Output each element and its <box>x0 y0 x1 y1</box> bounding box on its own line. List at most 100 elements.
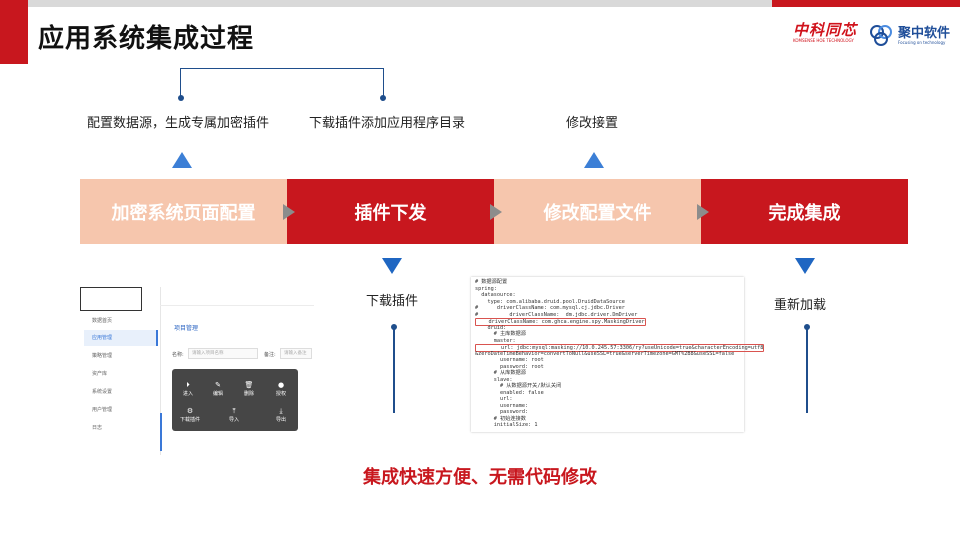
menu-item-edit[interactable]: ✎ 编辑 <box>204 381 232 397</box>
code-line: druid: <box>475 324 507 331</box>
code-line: spring: <box>475 285 497 292</box>
delete-icon: 🗑 <box>244 381 254 389</box>
sidebar-item-users[interactable]: 用户管理 <box>92 407 113 413</box>
menu-item-label: 删除 <box>243 391 254 397</box>
connector-line-reload <box>806 327 808 413</box>
top-bracket-connector <box>180 68 384 98</box>
user-icon: ● <box>277 381 285 389</box>
zhongke-tongxin-logo: 中科同芯 KOMSENSE HOE TECHNOLOGY <box>793 22 863 50</box>
code-line: # 主库数据源 <box>475 331 526 337</box>
code-line: type: com.alibaba.druid.pool.DruidDataSo… <box>475 298 625 305</box>
sidebar-item-logs[interactable]: 日志 <box>92 425 103 431</box>
flow-step-label: 修改配置文件 <box>543 202 652 224</box>
code-line-highlight-url: url: jdbc:mysql:masking://10.0.245.57:33… <box>475 344 765 352</box>
logo-right-cn: 聚中软件 <box>898 26 951 41</box>
bracket-dot-right <box>380 95 386 101</box>
flow-step-3: 修改配置文件 <box>494 179 709 244</box>
admin-console-screenshot: 数据首页 应用管理 策略管理 资产库 系统设置 用户管理 日志 项目管理 名称:… <box>78 283 314 455</box>
arrow-up-icon <box>584 152 604 168</box>
sidebar-item-settings[interactable]: 系统设置 <box>92 389 113 395</box>
connector-line-plugin <box>393 327 395 413</box>
code-line: # driverClassName: dm.jdbc.driver.DmDriv… <box>475 311 638 318</box>
sidebar-divider <box>160 287 161 455</box>
code-line: enabled: false <box>475 389 544 396</box>
connector-dot <box>391 324 397 330</box>
flow-step-2: 插件下发 <box>287 179 502 244</box>
code-line: # 数据源配置 <box>475 279 508 285</box>
knot-logo-icon <box>870 25 892 46</box>
console-page-title: 项目管理 <box>174 325 199 332</box>
code-line: username: <box>475 402 529 409</box>
bracket-dot-left <box>178 95 184 101</box>
header-divider <box>160 305 314 306</box>
code-line: &zeroDateTimeBehavior=convertToNull&useS… <box>475 350 735 357</box>
sidebar-item-home[interactable]: 数据首页 <box>92 318 113 324</box>
top-divider-gray <box>28 0 772 7</box>
note-download-add: 下载插件添加应用程序目录 <box>309 116 466 131</box>
remark-label: 备注: <box>264 352 276 358</box>
menu-item-download-plugin[interactable]: ⚙ 下载插件 <box>174 407 206 423</box>
import-icon: ⤒ <box>232 407 236 415</box>
code-line: password: root <box>475 363 544 370</box>
flow-step-4: 完成集成 <box>701 179 908 244</box>
menu-item-label: 编辑 <box>212 391 223 397</box>
menu-item-label: 进入 <box>182 391 193 397</box>
code-line: datasource: <box>475 292 516 298</box>
code-line: url: <box>475 396 513 402</box>
code-line: # 从库数据源 <box>475 370 526 376</box>
menu-item-enter[interactable]: ⏵ 进入 <box>174 381 202 397</box>
menu-item-label: 下载插件 <box>179 417 200 423</box>
sidebar-item-apps[interactable]: 应用管理 <box>84 330 158 346</box>
connector-dot <box>804 324 810 330</box>
note-reload: 重新加载 <box>774 298 827 313</box>
enter-icon: ⏵ <box>186 381 190 389</box>
menu-item-import[interactable]: ⤒ 导入 <box>220 407 248 423</box>
code-line: username: root <box>475 357 544 363</box>
note-configure-source: 配置数据源，生成专属加密插件 <box>87 116 270 131</box>
arrow-down-icon <box>382 258 402 274</box>
tagline: 集成快速方便、无需代码修改 <box>363 467 597 488</box>
slide-title: 应用系统集成过程 <box>38 24 255 54</box>
title-accent-bar <box>0 0 28 64</box>
top-divider-red <box>772 0 960 7</box>
chevron-right-icon <box>490 204 502 220</box>
name-label: 名称: <box>172 352 184 358</box>
arrow-down-icon <box>795 258 815 274</box>
config-code-snippet: # 数据源配置 spring: datasource: type: com.al… <box>471 277 765 432</box>
code-line-highlight-driver: driverClassName: com.ghca.engine.spy.Mas… <box>475 318 646 326</box>
menu-item-label: 导出 <box>275 417 286 423</box>
arrow-up-icon <box>172 152 192 168</box>
flow-step-label: 加密系统页面配置 <box>111 202 256 224</box>
menu-item-label: 导入 <box>228 417 239 423</box>
logo-left-en: KOMSENSE HOE TECHNOLOGY <box>793 38 854 43</box>
code-line: # 初始连接数 <box>475 415 526 422</box>
name-input[interactable]: 请输入项目名称 <box>188 348 258 359</box>
menu-item-authorize[interactable]: ● 授权 <box>267 381 295 397</box>
selection-indicator <box>160 413 162 451</box>
menu-item-label: 授权 <box>275 391 286 397</box>
chevron-right-icon <box>283 204 295 220</box>
chevron-right-icon <box>697 204 709 220</box>
remark-input[interactable]: 请输入备注 <box>280 348 312 359</box>
console-sidebar: 数据首页 应用管理 策略管理 资产库 系统设置 用户管理 日志 <box>84 313 158 453</box>
sidebar-item-assets[interactable]: 资产库 <box>92 371 108 377</box>
code-line: password: <box>475 409 529 415</box>
code-line: # 从数据源开关/默认关闭 <box>475 383 562 389</box>
code-line: slave: <box>475 376 513 383</box>
code-line: initialSize: 1 <box>475 422 538 428</box>
juzhong-software-logo: 聚中软件 Focusing on technology <box>868 22 954 50</box>
plugin-icon: ⚙ <box>186 407 194 415</box>
logo-right-en: Focusing on technology <box>898 40 946 45</box>
blank-placeholder-box <box>80 287 142 311</box>
code-line: # driverClassName: com.mysql.cj.jdbc.Dri… <box>475 305 625 311</box>
flow-step-label: 插件下发 <box>354 202 427 224</box>
edit-icon: ✎ <box>215 381 221 389</box>
sidebar-item-policy[interactable]: 策略管理 <box>92 353 113 359</box>
menu-item-delete[interactable]: 🗑 删除 <box>235 381 263 397</box>
menu-item-export[interactable]: ⤓导出 <box>267 407 295 423</box>
context-menu: ⏵ 进入 ✎ 编辑 🗑 删除 ● 授权 ⚙ 下载插件 ⤒ 导入 ⤓导出 <box>172 369 298 431</box>
code-line: master: <box>475 337 516 344</box>
logo-left-cn: 中科同芯 <box>793 21 858 39</box>
note-download-plugin: 下载插件 <box>366 294 419 309</box>
note-modify-config: 修改接置 <box>566 116 619 131</box>
